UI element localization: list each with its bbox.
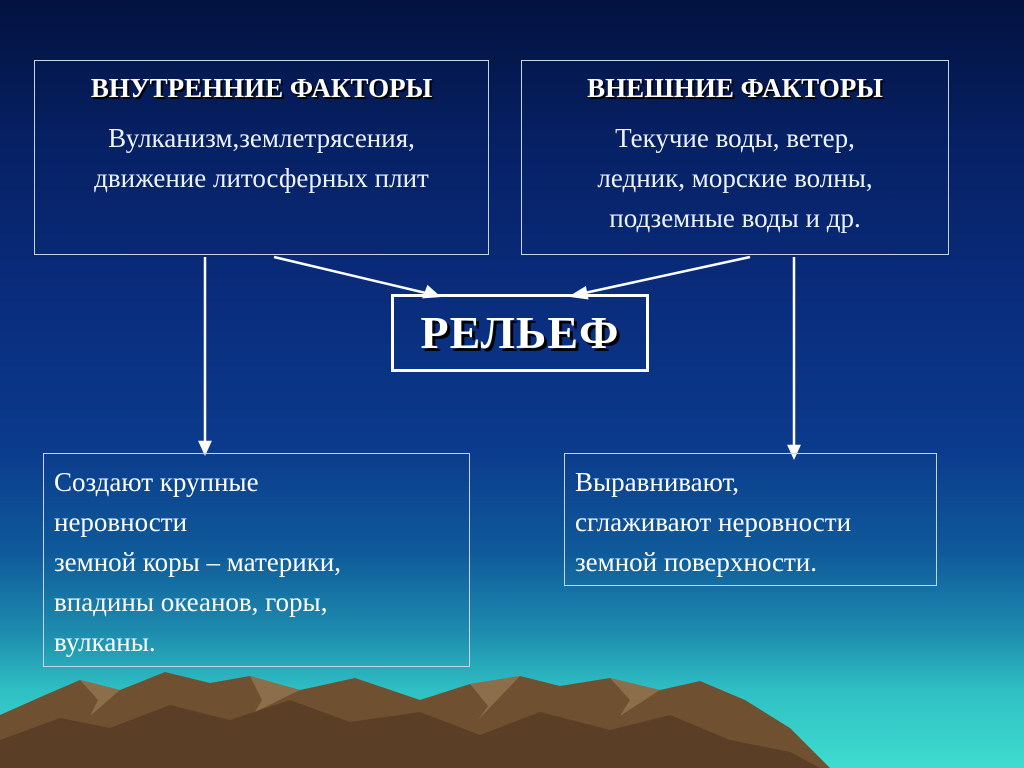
external-effect-box: Выравнивают, сглаживают неровности земно… <box>564 453 937 586</box>
external-factors-title: ВНЕШНИЕ ФАКТОРЫ <box>587 73 883 103</box>
external-factors-line: подземные воды и др. <box>609 203 861 233</box>
internal-effect-line: Создают крупные <box>54 467 259 497</box>
internal-factors-line: движение литосферных плит <box>94 163 429 193</box>
arrowhead-internal-down <box>198 440 212 457</box>
internal-factors-title: ВНУТРЕННИЕ ФАКТОРЫ <box>90 73 433 103</box>
internal-factors-line: Вулканизм,землетрясения, <box>108 123 415 153</box>
external-effect-line: Выравнивают, <box>575 467 739 497</box>
internal-effect-line: вулканы. <box>54 627 156 657</box>
arrow-external-to-relief <box>579 255 751 296</box>
external-effect-line: земной поверхности. <box>575 547 818 577</box>
arrowhead-external-down <box>787 444 801 461</box>
internal-effect-line: неровности <box>54 507 188 537</box>
internal-factors-text: Вулканизм,землетрясения, движение литосф… <box>35 118 488 198</box>
internal-factors-box: ВНУТРЕННИЕ ФАКТОРЫ Вулканизм,землетрясен… <box>34 60 489 255</box>
external-factors-box: ВНЕШНИЕ ФАКТОРЫ Текучие воды, ветер, лед… <box>521 60 949 255</box>
internal-effect-box: Создают крупные неровности земной коры –… <box>43 453 470 667</box>
external-factors-text: Текучие воды, ветер, ледник, морские вол… <box>522 118 948 238</box>
internal-effect-line: земной коры – материки, <box>54 547 342 577</box>
relief-box: РЕЛЬЕФ <box>391 294 649 372</box>
arrow-internal-to-relief <box>273 255 431 296</box>
external-factors-line: Текучие воды, ветер, <box>615 123 855 153</box>
mountain-range <box>0 672 830 768</box>
mountain-front <box>0 700 820 768</box>
external-effect-line: сглаживают неровности <box>575 507 852 537</box>
internal-effect-line: впадины океанов, горы, <box>54 587 328 617</box>
external-factors-line: ледник, морские волны, <box>597 163 873 193</box>
relief-label: РЕЛЬЕФ <box>420 307 620 358</box>
